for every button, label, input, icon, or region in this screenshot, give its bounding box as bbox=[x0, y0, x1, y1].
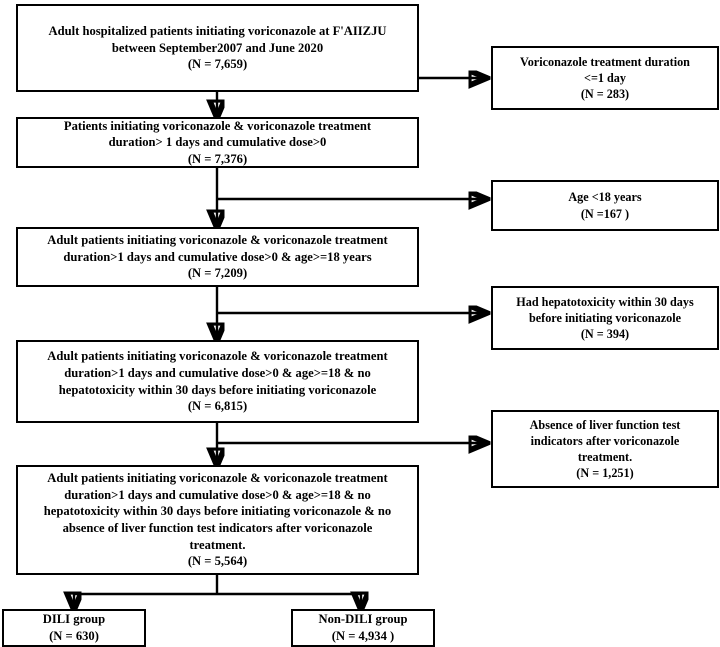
cohort-duration-dose-text: Patients initiating voriconazole & voric… bbox=[63, 118, 372, 166]
cohort-adult-age-text: Adult patients initiating voriconazole &… bbox=[47, 233, 388, 281]
cohort-initial[interactable]: Adult hospitalized patients initiating v… bbox=[16, 4, 419, 92]
cohort-no-prior-hepatotoxicity[interactable]: Adult patients initiating voriconazole &… bbox=[16, 340, 419, 423]
exclusion-short-duration[interactable]: Voriconazole treatment duration <=1 day … bbox=[491, 46, 719, 110]
cohort-final-analysis-text: Adult patients initiating voriconazole &… bbox=[43, 471, 392, 569]
outcome-non-dili-group-text: Non-DILI group (N = 4,934 ) bbox=[318, 612, 408, 643]
exclusion-prior-hepatotoxicity[interactable]: Had hepatotoxicity within 30 days before… bbox=[491, 286, 719, 350]
exclusion-no-lft-indicators[interactable]: Absence of liver function test indicator… bbox=[491, 410, 719, 488]
outcome-dili-group[interactable]: DILI group (N = 630) bbox=[2, 609, 146, 647]
exclusion-under-18[interactable]: Age <18 years (N =167 ) bbox=[491, 180, 719, 231]
exclusion-no-lft-indicators-text: Absence of liver function test indicator… bbox=[529, 417, 681, 481]
cohort-no-prior-hepatotoxicity-text: Adult patients initiating voriconazole &… bbox=[47, 349, 388, 414]
outcome-dili-group-text: DILI group (N = 630) bbox=[42, 612, 106, 643]
cohort-final-analysis[interactable]: Adult patients initiating voriconazole &… bbox=[16, 465, 419, 575]
exclusion-prior-hepatotoxicity-text: Had hepatotoxicity within 30 days before… bbox=[516, 294, 694, 342]
exclusion-short-duration-text: Voriconazole treatment duration <=1 day … bbox=[520, 54, 690, 102]
cohort-duration-dose[interactable]: Patients initiating voriconazole & voric… bbox=[16, 117, 419, 168]
exclusion-under-18-text: Age <18 years (N =167 ) bbox=[568, 190, 642, 221]
outcome-non-dili-group[interactable]: Non-DILI group (N = 4,934 ) bbox=[291, 609, 435, 647]
cohort-adult-age[interactable]: Adult patients initiating voriconazole &… bbox=[16, 227, 419, 287]
cohort-initial-text: Adult hospitalized patients initiating v… bbox=[48, 24, 387, 72]
